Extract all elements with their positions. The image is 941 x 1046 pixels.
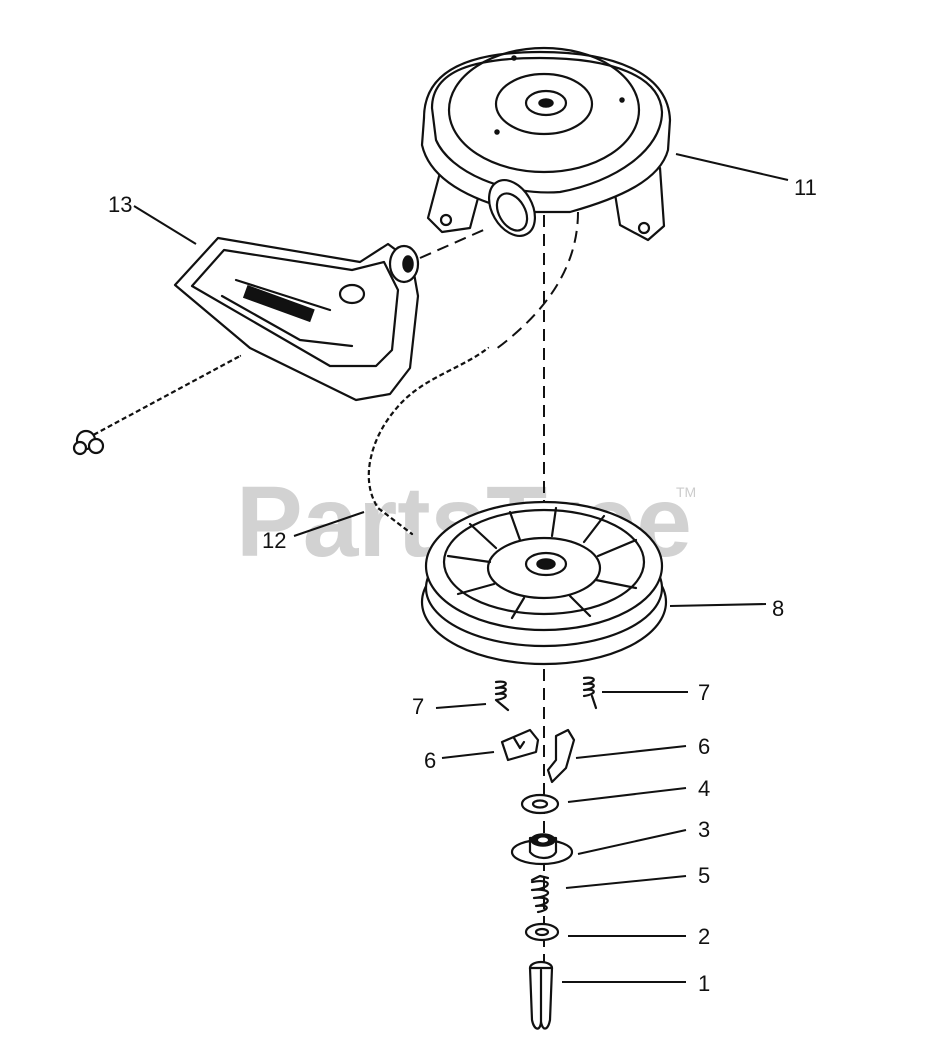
- callout-4: 4: [698, 776, 710, 801]
- rope-handle: [72, 236, 420, 456]
- callout-6-right: 6: [698, 734, 710, 759]
- pawl-left: [500, 728, 540, 762]
- starter-rope: [366, 346, 490, 536]
- watermark-trademark: TM: [676, 484, 696, 500]
- callout-5: 5: [698, 863, 710, 888]
- callout-8: 8: [772, 596, 784, 621]
- rope-pulley: [420, 500, 668, 666]
- assembly-centerline: [419, 211, 579, 1000]
- callout-1: 1: [698, 971, 710, 996]
- retainer: [510, 833, 574, 866]
- callout-3: 3: [698, 817, 710, 842]
- spring-5: [530, 874, 550, 914]
- leader-lines: [133, 153, 789, 983]
- callout-11: 11: [794, 175, 817, 200]
- pawl-spring-right: [582, 676, 598, 710]
- callout-12: 12: [262, 528, 286, 553]
- pin: [528, 960, 554, 1030]
- pawl-right: [546, 728, 576, 784]
- washer-4: [520, 793, 560, 815]
- washer-2: [524, 922, 560, 942]
- callout-7-right: 7: [698, 680, 710, 705]
- starter-housing: [420, 46, 672, 242]
- callout-labels: 11 13 12 8 7 7 6 6 4 3 5 2 1: [108, 175, 817, 996]
- callout-13: 13: [108, 192, 132, 217]
- callout-6-left: 6: [424, 748, 436, 773]
- callout-7-left: 7: [412, 694, 424, 719]
- pawl-spring-left: [494, 680, 510, 712]
- callout-2: 2: [698, 924, 710, 949]
